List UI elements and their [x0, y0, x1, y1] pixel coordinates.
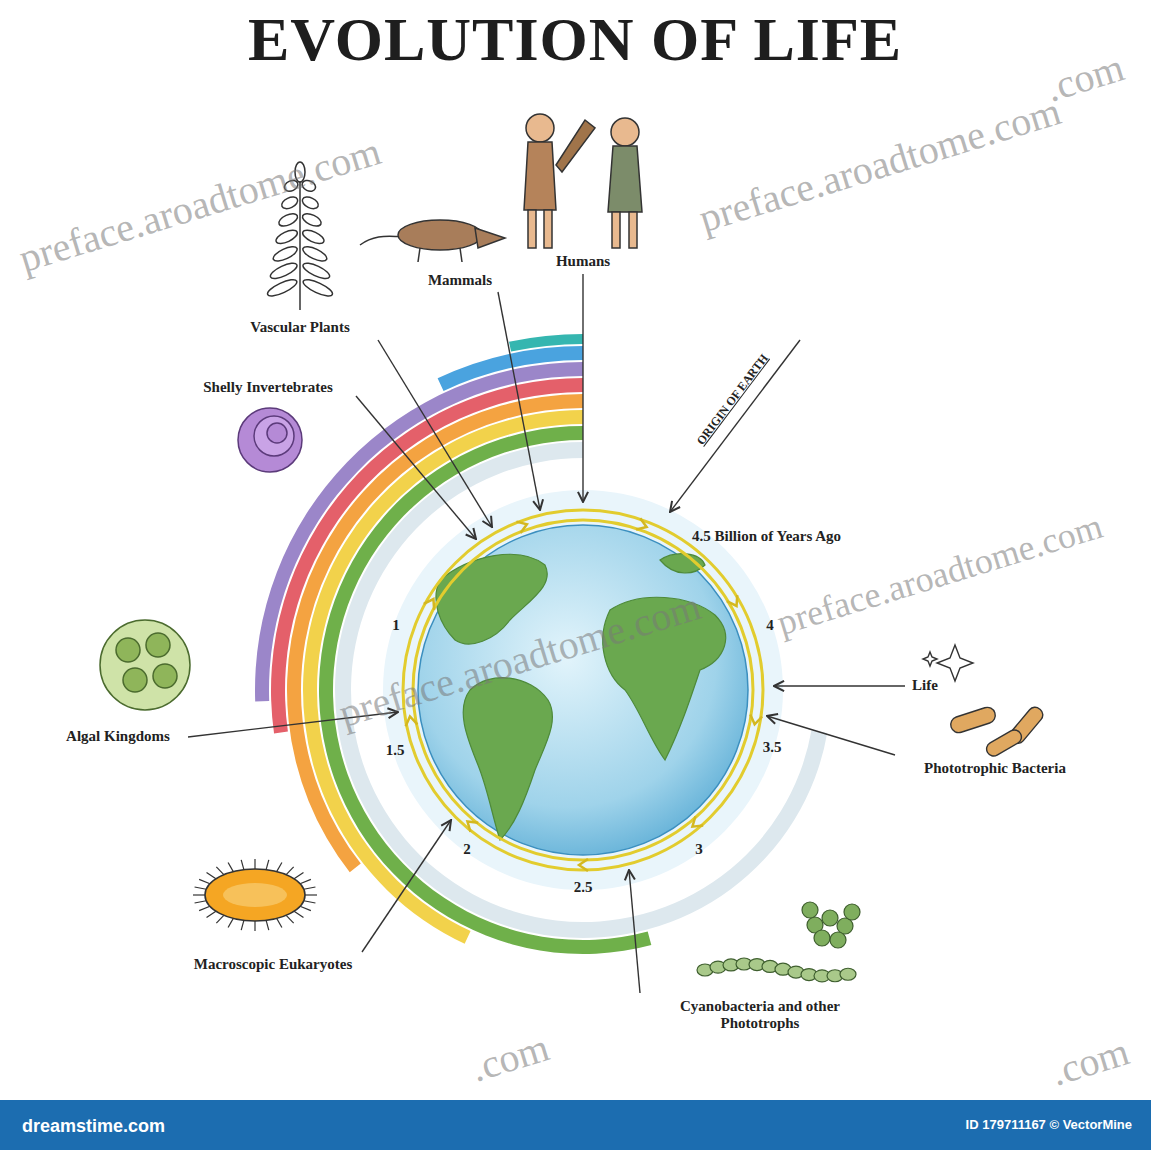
cilium — [195, 887, 207, 889]
callout-label: Algal Kingdoms — [66, 728, 170, 745]
footer-text: dreamstime.com — [22, 1116, 165, 1137]
time-bands — [255, 334, 827, 954]
cyano-cell — [822, 910, 838, 926]
footer-text: ID 179711167 © VectorMine — [966, 1118, 1132, 1133]
cilium — [304, 901, 316, 903]
cilium — [286, 915, 293, 923]
callout-label: Vascular Plants — [250, 319, 350, 336]
fern-leaf — [274, 227, 299, 246]
callout-label: Humans — [556, 253, 610, 270]
ring-arrow — [579, 859, 588, 871]
mammal-figure — [360, 220, 505, 262]
time-band — [509, 334, 583, 352]
fern-leaf — [271, 244, 299, 264]
cyano-cell — [802, 902, 818, 918]
cilium — [228, 863, 233, 872]
cilium — [216, 915, 223, 923]
cilium — [241, 920, 244, 930]
ring-arrow — [464, 817, 479, 832]
callout-label: Phototrophic Bacteria — [924, 760, 1066, 777]
ring-arrow — [516, 519, 529, 533]
ring-arrow — [636, 518, 649, 532]
cilium — [207, 873, 216, 879]
cilium — [228, 918, 233, 927]
cilium — [305, 894, 317, 895]
time-number: 1 — [392, 617, 400, 634]
fern-leaf — [301, 211, 323, 229]
humans-figure — [524, 114, 642, 248]
eukaryote-figure — [193, 859, 317, 931]
cilium — [193, 894, 205, 895]
watermark: preface.aroadtome.com — [772, 506, 1107, 644]
time-number: 2 — [463, 841, 471, 858]
ring-arrow — [689, 816, 704, 831]
cilium — [266, 860, 269, 870]
callout-label: Shelly Invertebrates — [203, 379, 333, 396]
cilium — [199, 879, 210, 883]
cyano-cell — [844, 904, 860, 920]
cilium — [300, 906, 311, 910]
cyano-cell — [830, 932, 846, 948]
ring-arrow — [749, 714, 762, 725]
fern-leaf — [266, 277, 299, 300]
cilium — [266, 920, 269, 930]
cilium — [207, 911, 216, 917]
cilium — [241, 860, 244, 870]
time-number: 4 — [766, 617, 774, 634]
watermark: .com — [1046, 1028, 1135, 1095]
cilium — [304, 887, 316, 889]
footer-bar — [0, 1100, 1151, 1150]
cilium — [199, 906, 210, 910]
fern-leaf — [301, 227, 326, 246]
cilium — [294, 911, 303, 917]
watermark: preface.aroadtome.com — [694, 88, 1066, 242]
callout-label: Mammals — [428, 272, 492, 289]
time-number: 3.5 — [763, 739, 782, 756]
cyano-cell — [840, 968, 856, 980]
cilium — [300, 879, 311, 883]
ammonite-figure — [238, 408, 302, 472]
cilium — [286, 867, 293, 875]
title: EVOLUTION OF LIFE — [248, 4, 902, 75]
ring-arrow — [727, 595, 742, 609]
watermark: preface.aroadtome.com — [334, 583, 706, 737]
fern-leaf — [301, 277, 334, 300]
callout-label: Life — [912, 677, 938, 694]
life-sparkle — [923, 645, 973, 681]
watermark: .com — [1041, 44, 1130, 111]
callout-label: Macroscopic Eukaryotes — [194, 956, 352, 973]
cilium — [254, 921, 255, 931]
cilium — [277, 863, 282, 872]
time-number: 2.5 — [574, 879, 593, 896]
fern-leaf — [301, 244, 329, 264]
time-number: 1.5 — [386, 742, 405, 759]
algae-figure — [100, 620, 190, 710]
callout-label: Cyanobacteria and other Phototrophs — [640, 998, 880, 1033]
ring-arrow — [424, 596, 439, 610]
cilium — [195, 901, 207, 903]
callout-label: ORIGIN OF EARTH — [694, 352, 771, 448]
fern-leaf — [301, 260, 332, 281]
time-number: 3 — [695, 841, 703, 858]
cyanobacteria-figure — [697, 902, 860, 982]
cilium — [254, 859, 255, 869]
watermark: preface.aroadtome.com — [14, 128, 386, 282]
bacteria-figure — [949, 704, 1046, 758]
watermark: .com — [466, 1024, 555, 1091]
fern-leaf — [268, 260, 299, 281]
cyano-cell — [814, 930, 830, 946]
cilium — [294, 873, 303, 879]
cilium — [277, 918, 282, 927]
fern-leaf — [277, 211, 299, 229]
cilium — [216, 867, 223, 875]
callout-label: 4.5 Billion of Years Ago — [692, 528, 841, 545]
